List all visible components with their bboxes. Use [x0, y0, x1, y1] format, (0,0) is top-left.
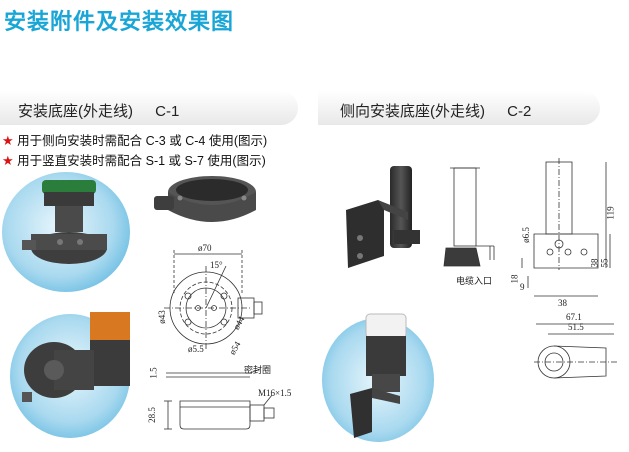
c2-side-outline-drawing [443, 167, 495, 267]
c1-dim-angle: 15° [210, 260, 223, 270]
c2-header-label: 侧向安装底座(外走线) [340, 103, 485, 120]
c2-top-drawing [534, 323, 618, 379]
c2-dim-h38: 38 [589, 258, 600, 268]
c1-dim-phi70: ø70 [198, 243, 212, 253]
c2-front-drawing [521, 158, 611, 297]
c2-header-text: 侧向安装底座(外走线) C-2 [340, 100, 531, 121]
c1-dim-phi43: ø43 [156, 310, 167, 324]
c1-base-photo [2, 172, 130, 292]
c1-dim-phi55: ø5.5 [188, 344, 204, 354]
c1-cup-render [154, 176, 256, 222]
c1-note-2-text: 用于竖直安装时需配合 S-1 或 S-7 使用(图示) [17, 154, 266, 168]
c2-dim-cable: 电缆入口 [456, 277, 493, 287]
star-icon: ★ [2, 133, 14, 148]
c2-dim-h9: 9 [520, 282, 525, 292]
c1-header-label: 安装底座(外走线) [18, 103, 133, 120]
c1-dim-h285: 28.5 [146, 407, 157, 423]
c1-dim-thread: M16×1.5 [258, 388, 292, 398]
c2-dim-h18: 18 [509, 274, 520, 284]
c1-header-tab [0, 91, 298, 125]
c2-header-tab [318, 91, 600, 125]
c2-dim-w671: 67.1 [566, 312, 582, 322]
c2-mounted-photo [322, 313, 434, 442]
c1-note-2: ★ 用于竖直安装时需配合 S-1 或 S-7 使用(图示) [2, 150, 266, 169]
c2-dim-w38: 38 [558, 298, 567, 308]
c1-note-1-text: 用于侧向安装时需配合 C-3 或 C-4 使用(图示) [17, 134, 268, 148]
c1-dim-seal: 密封圈 [244, 366, 272, 376]
c1-header-text: 安装底座(外走线) C-1 [18, 100, 179, 121]
c1-top-view-drawing [164, 250, 263, 350]
c2-bracket-render [346, 166, 420, 268]
c2-header-code: C-2 [507, 103, 532, 120]
c2-dim-h119: 119 [605, 206, 616, 220]
page-title: 安装附件及安装效果图 [4, 9, 235, 34]
c1-note-1: ★ 用于侧向安装时需配合 C-3 或 C-4 使用(图示) [2, 130, 267, 149]
c2-dim-phi65: ø6.5 [520, 227, 531, 243]
c2-dim-w515: 51.5 [568, 322, 584, 332]
c1-side-mount-photo [10, 312, 130, 438]
c1-dim-h15: 1.5 [148, 367, 159, 379]
c1-side-view-drawing [164, 368, 275, 430]
star-icon: ★ [2, 153, 14, 168]
c1-header-code: C-1 [155, 103, 180, 120]
c2-dim-h55: 55 [599, 258, 610, 268]
